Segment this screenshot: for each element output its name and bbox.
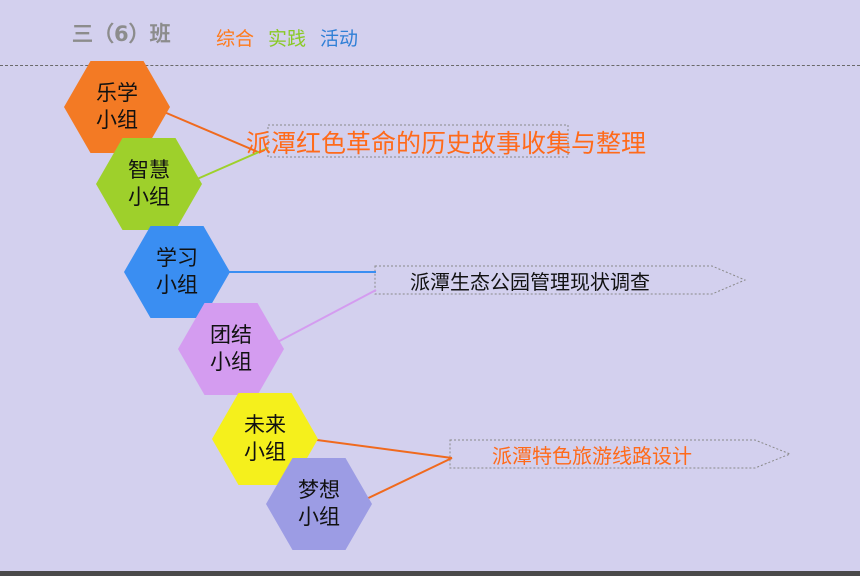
header-divider bbox=[0, 65, 860, 66]
group-label: 未来小组 bbox=[244, 413, 286, 464]
group-hexagon-xuexi[interactable]: 学习小组 bbox=[124, 226, 230, 318]
group-label: 智慧小组 bbox=[128, 158, 170, 209]
connector-line bbox=[357, 457, 453, 504]
header: 三（6）班 综合 实践 活动 bbox=[0, 0, 860, 66]
connector-line bbox=[269, 289, 377, 347]
class-title: 三（6）班 bbox=[72, 22, 171, 46]
topic-tourism: 派潭特色旅游线路设计 bbox=[492, 444, 692, 468]
subject-label: 实践 bbox=[268, 28, 307, 50]
bottom-bar bbox=[0, 571, 860, 576]
connector-line bbox=[149, 105, 259, 153]
connector-line bbox=[187, 147, 269, 184]
topic-box-ecology bbox=[374, 265, 747, 295]
subject-label: 综合 bbox=[216, 28, 255, 50]
subject-label: 活动 bbox=[320, 28, 359, 50]
group-label: 梦想小组 bbox=[298, 478, 340, 529]
topic-box-tourism bbox=[449, 439, 792, 469]
topic-history: 派潭红色革命的历史故事收集与整理 bbox=[246, 129, 647, 158]
topic-ecology: 派潭生态公园管理现状调查 bbox=[410, 270, 650, 294]
topic-box-history bbox=[267, 124, 569, 158]
group-label: 乐学小组 bbox=[96, 81, 138, 132]
group-label: 学习小组 bbox=[156, 246, 198, 297]
connector-line bbox=[301, 437, 453, 459]
group-label: 团结小组 bbox=[210, 323, 252, 374]
